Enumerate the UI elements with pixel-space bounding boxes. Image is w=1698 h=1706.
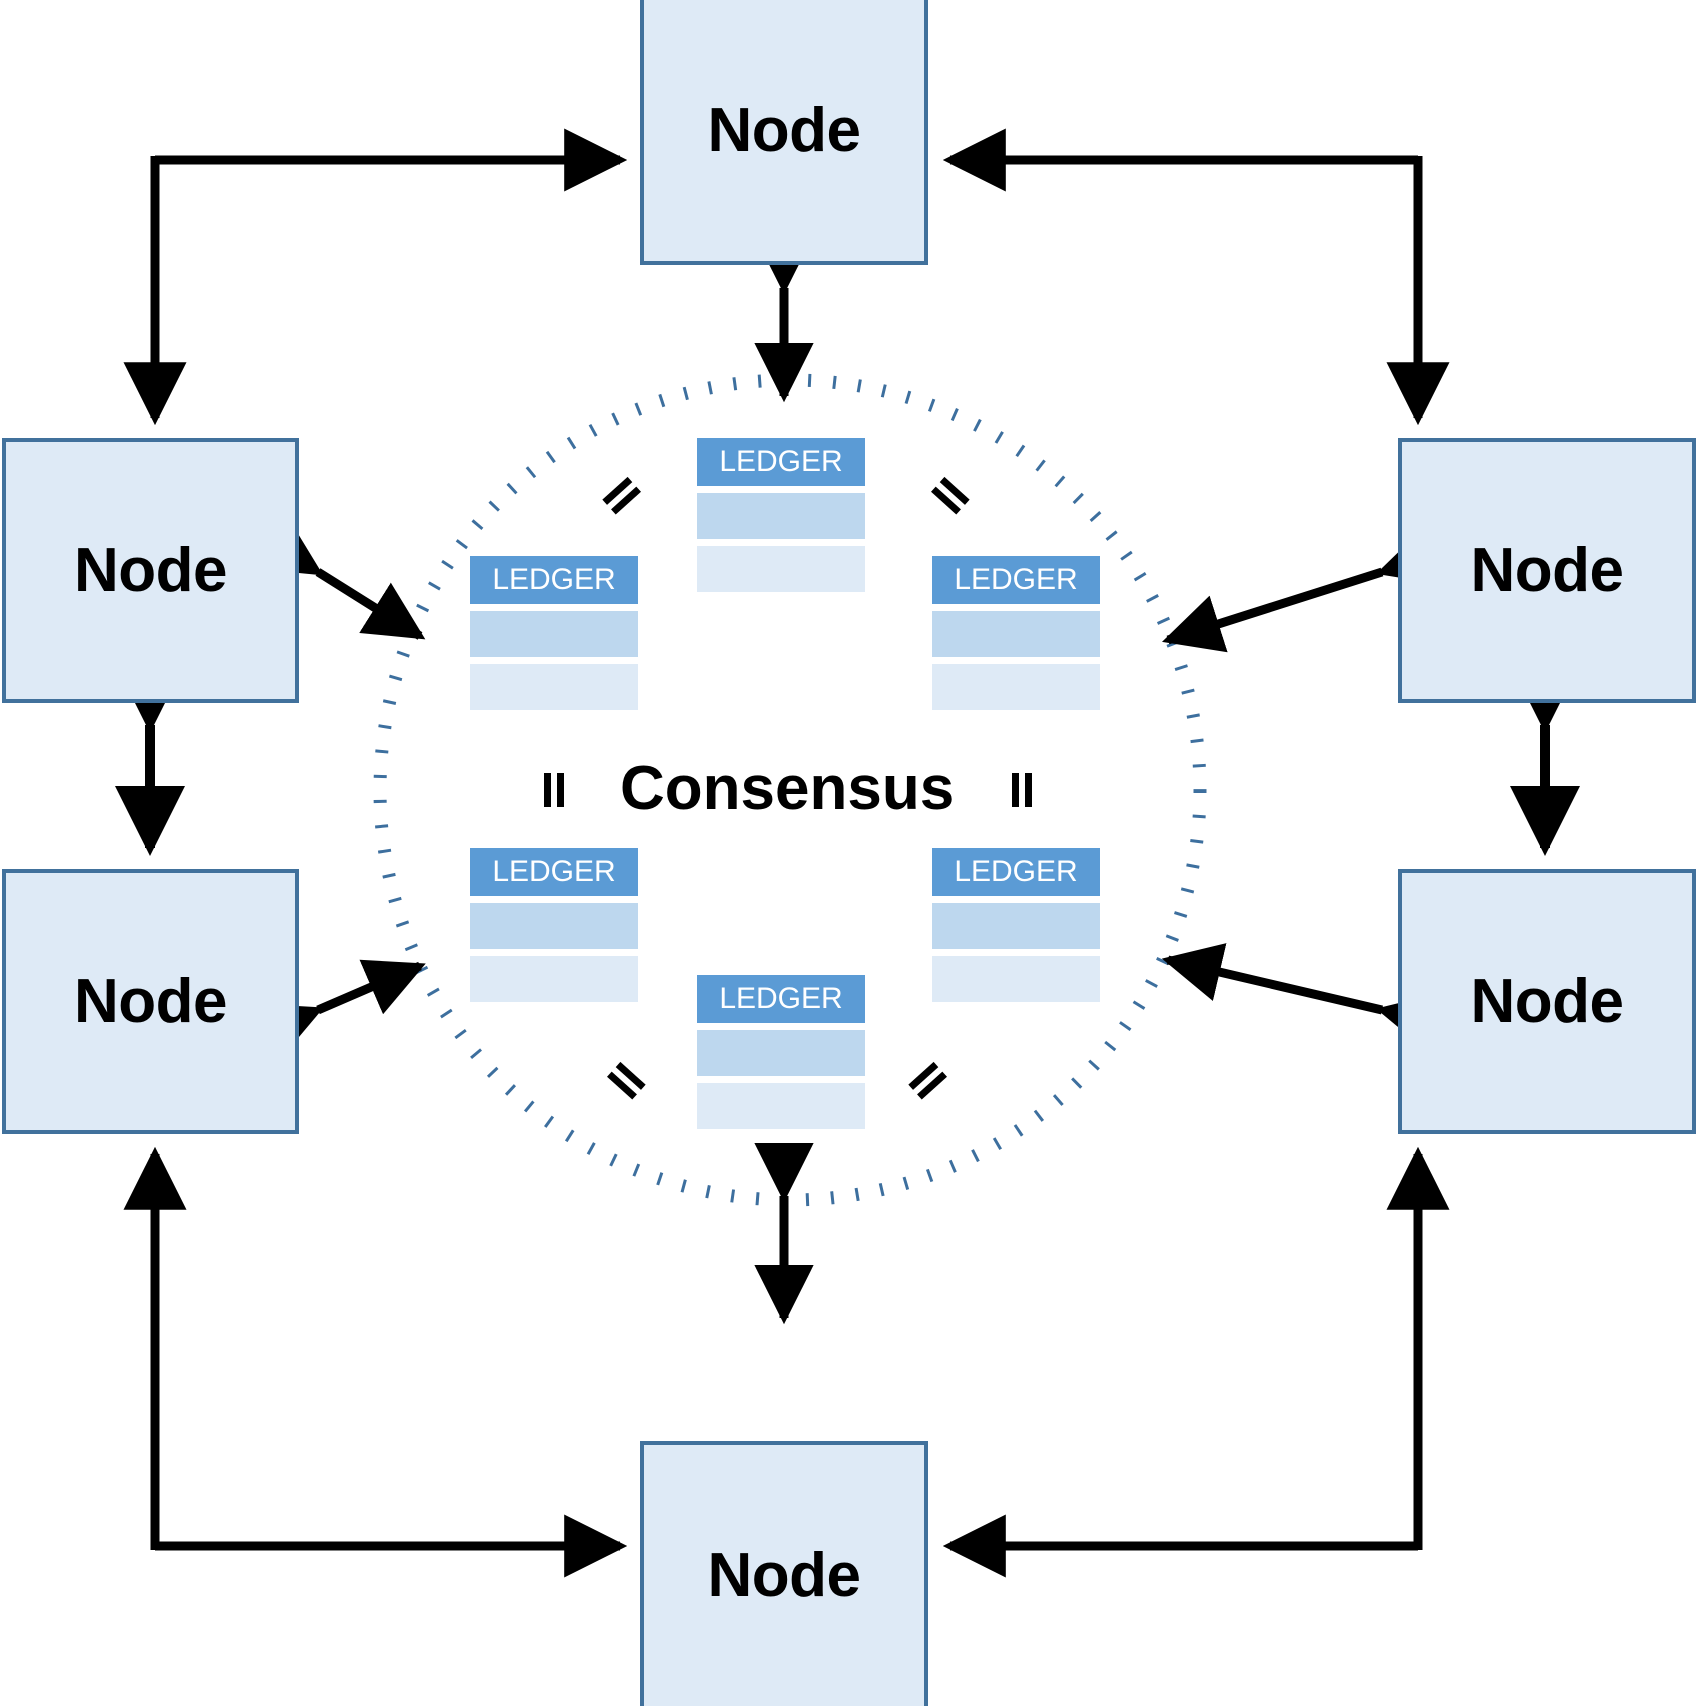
ledger-row-2 (697, 1083, 865, 1129)
consensus-label: Consensus (620, 754, 955, 823)
ledger-card-top[interactable]: LEDGER (697, 438, 865, 592)
ledger-header-label: LEDGER (697, 975, 865, 1023)
node-label: Node (74, 966, 228, 1036)
equals-icon-center-left (538, 773, 572, 807)
node-box-right-upper[interactable]: Node (1398, 438, 1696, 703)
node-label: Node (1470, 966, 1625, 1036)
ledger-row-1 (932, 611, 1100, 657)
ledger-card-left-upper[interactable]: LEDGER (470, 556, 638, 710)
ledger-card-right-upper[interactable]: LEDGER (932, 556, 1100, 710)
equals-icon-top-left (597, 471, 645, 519)
ledger-header-label: LEDGER (932, 848, 1100, 896)
ledger-row-2 (932, 956, 1100, 1002)
node-label: Node (707, 95, 862, 165)
ledger-row-1 (697, 1030, 865, 1076)
connector-leftupper-to-circle (257, 518, 426, 640)
ledger-header-label: LEDGER (470, 556, 638, 604)
ledger-header-label: LEDGER (470, 848, 638, 896)
ledger-row-1 (932, 903, 1100, 949)
ledger-row-1 (470, 611, 638, 657)
ledger-row-2 (470, 956, 638, 1002)
ledger-row-1 (697, 493, 865, 539)
node-box-right-lower[interactable]: Node (1398, 869, 1696, 1134)
equals-icon-bottom-left (603, 1056, 651, 1104)
ledger-card-right-lower[interactable]: LEDGER (932, 848, 1100, 1002)
node-label: Node (707, 1540, 862, 1610)
node-box-left-lower[interactable]: Node (2, 869, 299, 1134)
connector-leftlower-to-circle (257, 959, 426, 1059)
ledger-row-2 (470, 664, 638, 710)
equals-icon-bottom-right (903, 1056, 951, 1104)
ledger-header-label: LEDGER (932, 556, 1100, 604)
ledger-card-bottom[interactable]: LEDGER (697, 975, 865, 1129)
node-label: Node (74, 535, 228, 605)
node-label: Node (1470, 535, 1625, 605)
connector-rightupper-to-circle (1161, 527, 1442, 653)
ledger-row-2 (697, 546, 865, 592)
connector-rightlower-to-circle (1161, 943, 1441, 1052)
equals-icon-center-right (1006, 773, 1040, 807)
equals-icon-top-right (927, 471, 975, 519)
ledger-row-1 (470, 903, 638, 949)
ledger-row-2 (932, 664, 1100, 710)
node-box-bottom[interactable]: Node (640, 1441, 928, 1706)
ledger-card-left-lower[interactable]: LEDGER (470, 848, 638, 1002)
ledger-header-label: LEDGER (697, 438, 865, 486)
node-box-left-upper[interactable]: Node (2, 438, 299, 703)
node-box-top[interactable]: Node (640, 0, 928, 265)
